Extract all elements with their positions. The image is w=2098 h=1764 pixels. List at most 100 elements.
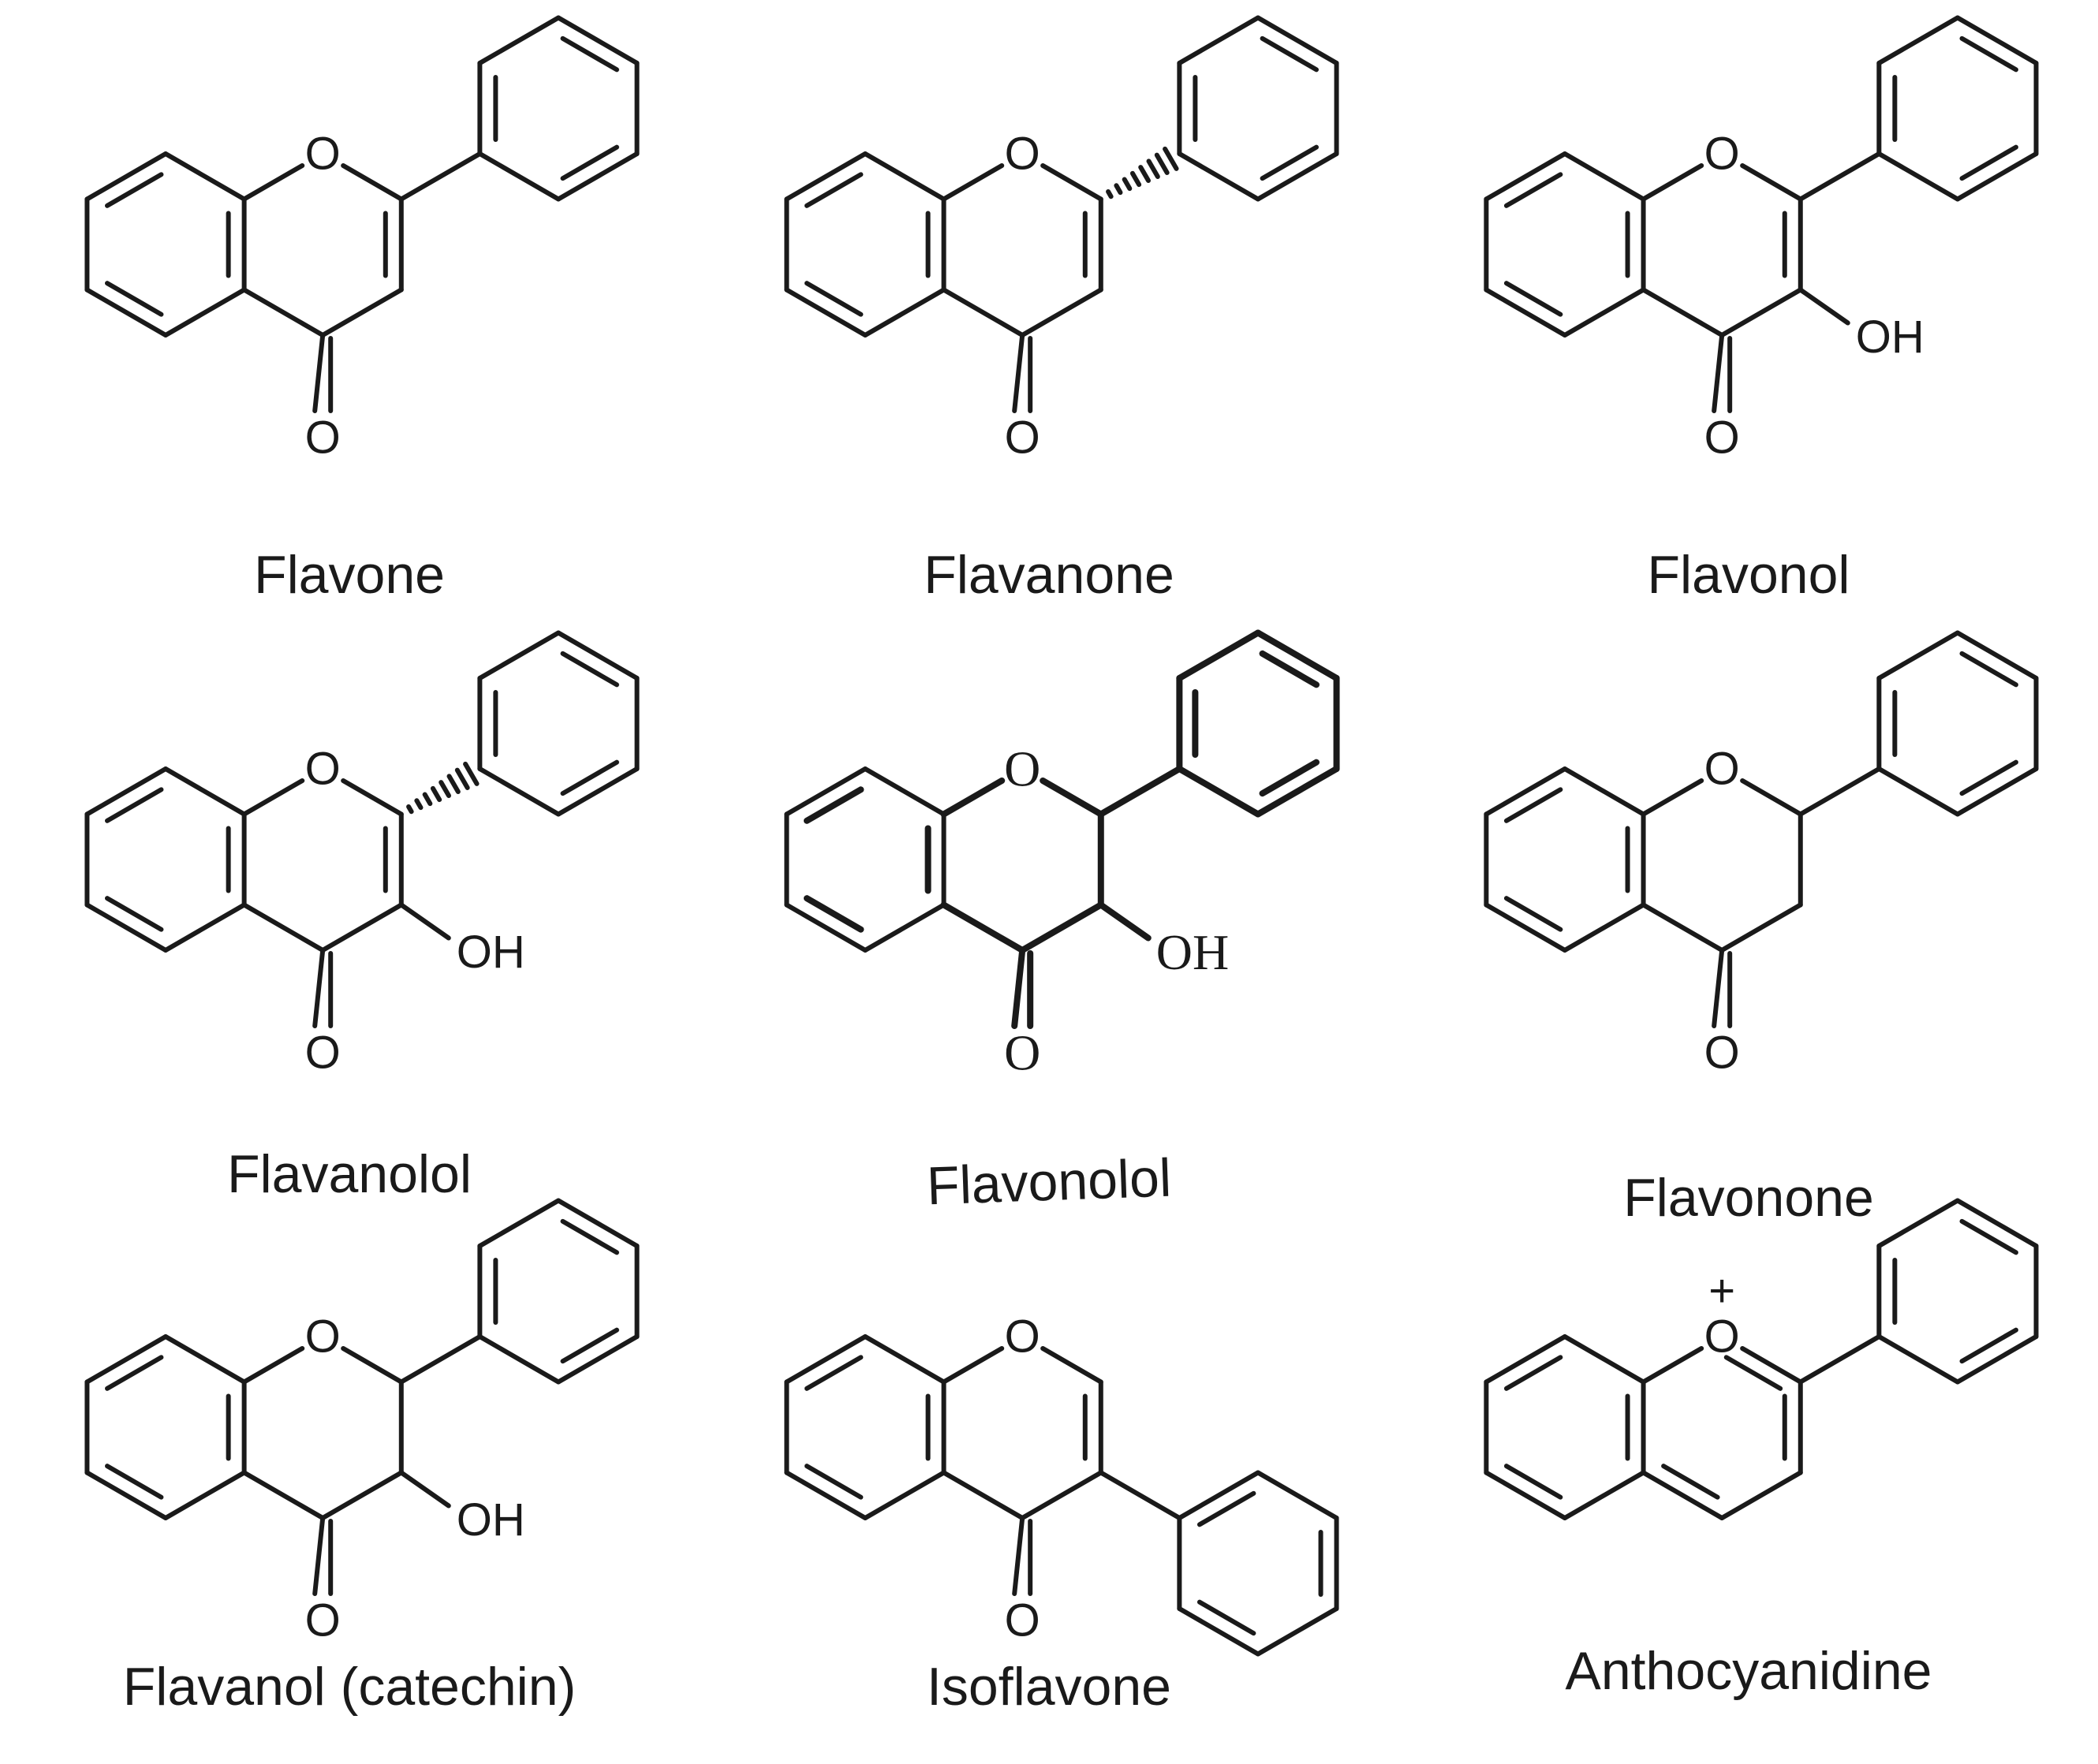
flavanol-a-ring-double <box>104 1464 164 1500</box>
anthocyanidin-b-ring-bond <box>1954 1198 2039 1248</box>
flavanol-a-ring-bond <box>84 1334 168 1385</box>
flavone-b-ring-bond <box>555 15 640 65</box>
flavanone-skeleton: OO <box>784 15 1339 464</box>
flavonol-a-ring-double <box>1503 172 1563 208</box>
flavonolol-o-bond-right <box>1040 778 1104 818</box>
flavanolol-hydroxyl-bond <box>398 902 451 941</box>
flavanol-caption: Flavanol (catechin) <box>122 1657 577 1717</box>
flavonolol-c4-c4a-bond <box>940 901 1026 953</box>
anthocyanidin-b-ring-double <box>1959 1327 2018 1364</box>
flavonone-b-ring-bond <box>1876 766 1960 817</box>
flavonol-caption: Flavonol <box>1647 545 1850 605</box>
flavone-carbonyl-bond <box>312 333 326 413</box>
flavanone-carbonyl-bond <box>1012 333 1025 413</box>
flavonol-b-ring-bond <box>1876 15 1960 65</box>
isoflavone-c4-c4a-bond <box>941 1470 1025 1520</box>
flavanol-carbonyl-bond <box>312 1516 326 1596</box>
flavonolol-b-ring-bond <box>1176 629 1261 681</box>
isoflavone-a-ring-bond <box>784 1470 868 1520</box>
flavanol-a-ring-bond <box>163 1470 247 1520</box>
anthocyanidin-ring-oxygen: O <box>1704 1311 1740 1363</box>
flavanolol-b-ring-bond <box>555 630 640 681</box>
flavanolol-hydroxyl-group: OH <box>457 927 525 978</box>
flavonol-a-ring-double <box>1503 281 1563 317</box>
anthocyanidin-a-ring-double <box>1503 1464 1563 1500</box>
flavone-b-ring-double <box>560 144 619 181</box>
flavonolol-b-ring-double <box>1259 759 1320 797</box>
flavonolol-carbonyl-oxygen: O <box>1004 1025 1040 1081</box>
flavonone-a-ring-bond <box>1562 902 1646 953</box>
flavanolol-c3-c4-bond <box>320 902 404 953</box>
flavonone-b-ring-bond <box>1954 766 2039 817</box>
flavonolol-b-ring-bond <box>1254 629 1340 681</box>
flavonolol-structure-drawing: O O OH <box>784 629 1340 1081</box>
flavanol-b-ring-bond <box>477 1198 561 1248</box>
anthocyanidin-positive-charge: + <box>1708 1266 1735 1317</box>
isoflavone-b-ring-double <box>1196 1599 1256 1636</box>
flavanol-ring-oxygen: O <box>305 1311 341 1363</box>
flavonolol-o-bond-left <box>940 778 1006 818</box>
anthocyanidin-a-ring-bond <box>1484 1334 1567 1385</box>
isoflavone-a-ring-bond <box>863 1334 946 1385</box>
flavanone-a-ring-double <box>804 281 864 317</box>
flavonol-b-ring-bond <box>1954 151 2039 202</box>
isoflavone-b-ring-double <box>1196 1490 1256 1527</box>
flavanolol-o-bond-right <box>341 778 404 817</box>
flavone-a-ring-double <box>104 172 164 208</box>
anthocyanidin-a-ring-bond <box>1562 1334 1646 1385</box>
flavonolol-b-ring-bond <box>1176 766 1261 818</box>
flavonolol-skeleton: O O OH <box>784 629 1340 1081</box>
flavanolol-a-ring-double <box>104 787 164 823</box>
flavanone-a-ring-bond <box>863 151 946 202</box>
flavanone-a-ring-bond <box>784 151 868 202</box>
flavanolol-stereo-hash-bond <box>406 761 480 815</box>
flavonolol-a-ring-bond <box>784 902 868 953</box>
anthocyanidin-structure-drawing: O+ <box>1484 1198 2039 1520</box>
flavonolol-hydroxyl-group: OH <box>1156 924 1229 980</box>
flavanolol-caption: Flavanolol <box>227 1144 472 1204</box>
flavanol-hydroxyl-bond <box>398 1470 451 1509</box>
isoflavone-b-ring-bond <box>1177 1606 1260 1657</box>
flavanol-o-bond-right <box>341 1346 404 1385</box>
flavanone-b-ring-double <box>1260 144 1319 181</box>
isoflavone-c3-c4-bond <box>1020 1470 1103 1520</box>
flavonone-o-bond-left <box>1641 778 1704 817</box>
flavanone-b-ring-bond <box>1255 15 1339 65</box>
anthocyanidin-a-ring-bond <box>1562 1470 1646 1520</box>
structure-anthocyanidin: O+Anthocyanidine <box>1399 1183 2098 1764</box>
flavonol-ring-oxygen: O <box>1704 129 1740 180</box>
anthocyanidin-c4-c4a-double <box>1661 1464 1720 1500</box>
anthocyanidin-o-bond-left <box>1641 1346 1704 1385</box>
flavanolol-b-ring-bond <box>477 766 561 817</box>
flavonol-carbonyl-bond <box>1712 333 1725 413</box>
flavonol-c4-c4a-bond <box>1641 287 1725 338</box>
flavanone-caption: Flavanone <box>924 545 1174 605</box>
flavonol-b-ring-double <box>1959 35 2018 73</box>
flavanone-carbonyl-oxygen: O <box>1005 412 1040 464</box>
flavonone-skeleton: OO <box>1484 630 2039 1079</box>
flavanol-carbonyl-oxygen: O <box>305 1595 341 1647</box>
flavone-c4-c4a-bond <box>241 287 326 338</box>
isoflavone-skeleton: OO <box>784 1311 1339 1657</box>
flavone-caption: Flavone <box>254 545 445 605</box>
flavanol-b-ring-double <box>560 1218 619 1255</box>
flavonol-phenyl-link-bond <box>1797 151 1882 202</box>
isoflavone-b-ring-bond <box>1177 1470 1260 1520</box>
flavanol-b-ring-bond <box>555 1198 640 1248</box>
flavonol-hydroxyl-bond <box>1797 287 1850 326</box>
flavanolol-a-ring-bond <box>163 766 247 817</box>
isoflavone-o-bond-left <box>941 1346 1005 1385</box>
flavone-skeleton: OO <box>84 15 640 464</box>
flavonolol-ring-oxygen: O <box>1004 741 1040 797</box>
flavonol-carbonyl-oxygen: O <box>1704 412 1740 464</box>
